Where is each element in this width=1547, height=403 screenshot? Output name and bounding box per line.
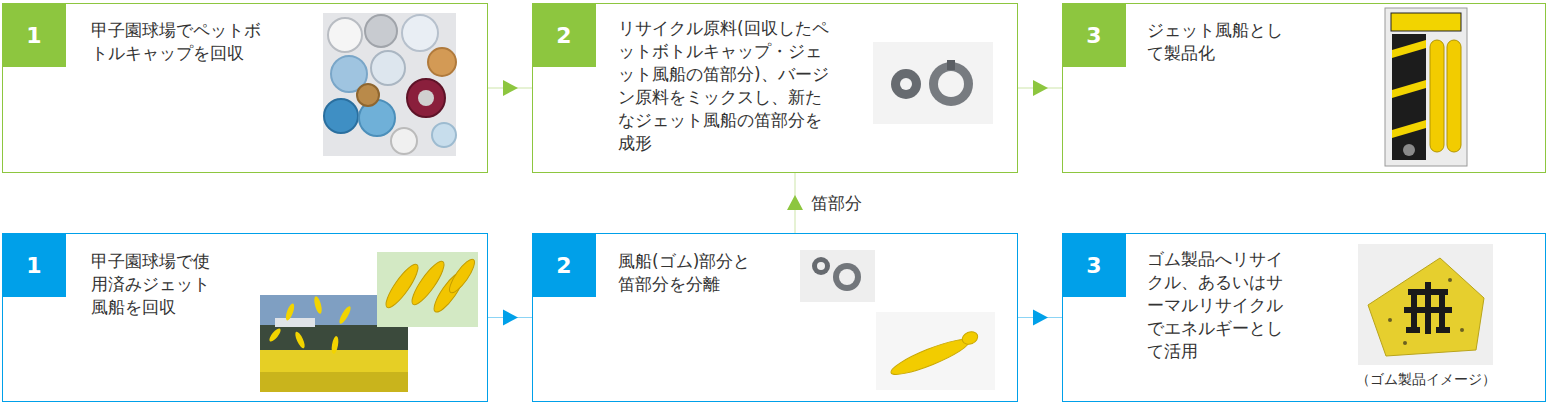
speckle: [1388, 318, 1392, 322]
whistle-hole: [817, 262, 825, 270]
balloon: [1430, 40, 1444, 152]
bottle-cap: [428, 48, 456, 76]
package-stripe: [1392, 120, 1426, 138]
step-text: 甲子園球場で使用済みジェット風船を回収: [91, 250, 219, 319]
balloon: [293, 331, 306, 350]
edge-label: 笛部分: [809, 192, 864, 214]
step-number: 1: [26, 253, 41, 278]
package-panel: [1392, 34, 1426, 160]
balloon: [337, 305, 352, 325]
arrowhead: [1033, 310, 1048, 326]
whistle-parts-photo: [873, 42, 993, 124]
photo-ground: [873, 42, 993, 124]
balloon: [888, 334, 972, 380]
step-text: 風船(ゴム)部分と笛部分を分離: [618, 250, 760, 296]
whistle-tab: [947, 60, 955, 70]
step-number: 2: [556, 253, 571, 278]
photo-ground: [800, 250, 875, 302]
whistle-parts-photo: [800, 250, 875, 302]
photo-ground: [1358, 244, 1493, 365]
arrowhead: [787, 195, 803, 210]
process-box: 甲子園球場で使用済みジェット風船を回収 1: [2, 233, 488, 402]
whistle-ring: [833, 263, 861, 291]
photo-ground: [323, 13, 456, 156]
photo-ground: [377, 252, 478, 327]
whistle-hole: [839, 269, 855, 285]
bottle-caps-photo: [323, 13, 456, 156]
crowd: [260, 350, 408, 392]
rubber-balloon-photo: [876, 312, 995, 390]
process-box: 風船(ゴム)部分と笛部分を分離 2: [532, 233, 1018, 402]
bottle-cap: [328, 18, 362, 52]
step-text: リサイクル原料(回収したペットボトルキャップ・ジェット風船の笛部分)、バージン原…: [618, 17, 832, 155]
flow-arrow: [1018, 80, 1062, 96]
balloons-photo: [377, 252, 478, 327]
step-text: ゴム製品へリサイクル、あるいはサーマルリサイクルでエネルギーとして活用: [1147, 248, 1293, 363]
rubber-product-photo: [1358, 244, 1493, 365]
balloon: [1447, 40, 1461, 152]
step-number-badge: 2: [532, 3, 596, 67]
bottle-cap: [371, 51, 405, 85]
tiger-mark: [1404, 282, 1452, 334]
bottle-cap: [432, 123, 456, 147]
step-number-badge: 1: [2, 233, 66, 297]
photo-ground: [876, 312, 995, 390]
package-header: [1391, 13, 1461, 31]
whistle-hole: [938, 71, 964, 97]
crowd: [260, 372, 408, 392]
bottle-cap: [365, 15, 397, 47]
arrowhead: [503, 80, 518, 96]
balloon: [330, 336, 339, 355]
whistle-ring: [812, 257, 830, 275]
process-box: リサイクル原料(回収したペットボトルキャップ・ジェット風船の笛部分)、バージン原…: [532, 3, 1018, 173]
image-caption: （ゴム製品イメージ）: [1348, 371, 1504, 389]
flow-arrow: [787, 173, 803, 233]
step-number: 1: [26, 23, 41, 48]
bottle-cap: [391, 128, 417, 154]
bottle-cap: [418, 90, 434, 106]
bottle-cap: [357, 84, 379, 106]
step-number-badge: 1: [2, 3, 66, 67]
balloon: [284, 303, 296, 322]
rubber-mat: [1368, 258, 1484, 356]
step-text: ジェット風船として製品化: [1147, 19, 1293, 65]
balloon: [313, 296, 323, 315]
arrowhead: [503, 310, 518, 326]
speckle: [1448, 278, 1452, 282]
scoreboard: [275, 318, 315, 327]
bottle-cap: [407, 79, 445, 117]
step-number: 2: [556, 23, 571, 48]
speckle: [1460, 328, 1464, 332]
step-number: 3: [1086, 253, 1101, 278]
step-number-badge: 3: [1062, 3, 1126, 67]
bottle-cap: [402, 15, 438, 51]
balloon: [446, 256, 479, 296]
step-number: 3: [1086, 23, 1101, 48]
bottle-cap: [324, 99, 358, 133]
whistle-hole: [900, 78, 912, 90]
balloon-neck: [960, 329, 979, 346]
speckle: [1403, 341, 1407, 345]
process-box: 甲子園球場でペットボトルキャップを回収 1: [2, 3, 488, 173]
step-number-badge: 3: [1062, 233, 1126, 297]
arrowhead: [1033, 80, 1048, 96]
whistle-ring: [1403, 144, 1415, 156]
whistle-ring: [891, 69, 921, 99]
process-box: ジェット風船として製品化 3: [1062, 3, 1546, 173]
package-photo: [1385, 8, 1467, 166]
step-number-badge: 2: [532, 233, 596, 297]
flow-arrow: [488, 310, 532, 326]
package-stripe: [1392, 40, 1426, 58]
balloon: [268, 327, 283, 343]
package-card: [1385, 8, 1467, 166]
step-text: 甲子園球場でペットボトルキャップを回収: [91, 19, 273, 65]
flow-arrow: [488, 80, 532, 96]
package-stripe: [1392, 80, 1426, 98]
flow-arrow: [1018, 310, 1062, 326]
